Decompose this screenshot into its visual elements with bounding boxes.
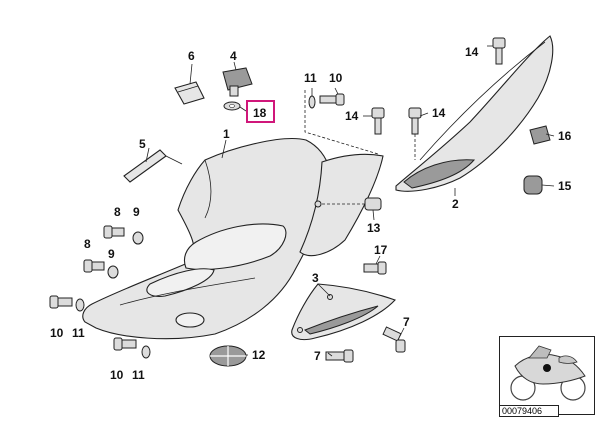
part-2-side-fairing[interactable] xyxy=(395,35,554,192)
callout-18-highlight[interactable]: 18 xyxy=(246,100,275,123)
location-marker-icon xyxy=(543,364,551,372)
callout-9-upper: 9 xyxy=(133,205,140,219)
callout-9-lower: 9 xyxy=(108,247,115,261)
part-10-screw-bottom[interactable] xyxy=(113,337,137,351)
callout-10-bottom: 10 xyxy=(110,368,124,382)
callout-2: 2 xyxy=(452,197,459,211)
part-5-strip[interactable] xyxy=(123,149,183,183)
callout-4: 4 xyxy=(230,49,237,63)
callout-14-top: 14 xyxy=(465,45,479,59)
part-13-plug[interactable] xyxy=(320,197,382,211)
part-17-screw[interactable] xyxy=(363,261,387,275)
callout-10-top: 10 xyxy=(329,71,343,85)
part-9-washer-lower[interactable] xyxy=(107,265,119,279)
callout-7-right: 7 xyxy=(403,315,410,329)
callout-1: 1 xyxy=(223,127,230,141)
part-10-screw-left[interactable] xyxy=(49,295,73,309)
callout-18: 18 xyxy=(253,106,267,120)
callout-labels: 1 2 3 4 5 6 7 7 8 8 9 9 10 10 10 11 11 1… xyxy=(50,45,572,382)
part-1-rear-panel[interactable] xyxy=(82,138,331,340)
part-14-bolt-mid[interactable] xyxy=(371,107,385,135)
callout-11-top: 11 xyxy=(304,71,317,85)
locator-inset xyxy=(499,336,595,415)
part-16-grommet[interactable] xyxy=(529,125,551,145)
callout-11-left: 11 xyxy=(72,326,85,340)
part-7-screw-bottom[interactable] xyxy=(325,349,354,363)
callout-10-left: 10 xyxy=(50,326,64,340)
callout-8-upper: 8 xyxy=(114,205,121,219)
part-15-grommet[interactable] xyxy=(523,175,543,195)
callout-15: 15 xyxy=(558,179,572,193)
part-7-screw-right[interactable] xyxy=(382,326,406,353)
part-11-washer-left[interactable] xyxy=(75,298,85,312)
leader-lines xyxy=(145,45,555,357)
callout-6: 6 xyxy=(188,49,195,63)
part-10-screw-top[interactable] xyxy=(319,93,345,106)
part-8-screw-upper[interactable] xyxy=(103,225,125,239)
part-11-washer-bottom[interactable] xyxy=(141,345,151,359)
callout-16: 16 xyxy=(558,129,572,143)
callout-14-right: 14 xyxy=(432,106,446,120)
part-9-washer-upper[interactable] xyxy=(132,231,144,245)
part-12-emblem[interactable] xyxy=(209,345,247,367)
part-18-washer[interactable] xyxy=(223,101,241,111)
callout-7-bottom: 7 xyxy=(314,349,321,363)
callout-17: 17 xyxy=(374,243,388,257)
part-8-screw-lower[interactable] xyxy=(83,259,105,273)
part-6-clip[interactable] xyxy=(174,81,205,105)
part-4-retainer[interactable] xyxy=(222,67,253,97)
part-1-side-cover[interactable] xyxy=(299,153,384,257)
part-14-bolt-right[interactable] xyxy=(408,107,422,135)
part-11-washer-top[interactable] xyxy=(308,95,316,109)
diagram-code: 00079406 xyxy=(499,405,559,417)
callout-14-mid: 14 xyxy=(345,109,359,123)
callout-5: 5 xyxy=(139,137,146,151)
part-3-lower-panel[interactable] xyxy=(291,283,396,341)
assembly-line-11-10 xyxy=(304,90,379,155)
callout-3: 3 xyxy=(312,271,319,285)
callout-8-lower: 8 xyxy=(84,237,91,251)
callout-11-bottom: 11 xyxy=(132,368,145,382)
part-14-bolt-top[interactable] xyxy=(492,37,506,65)
callout-13: 13 xyxy=(367,221,381,235)
callout-12: 12 xyxy=(252,348,266,362)
